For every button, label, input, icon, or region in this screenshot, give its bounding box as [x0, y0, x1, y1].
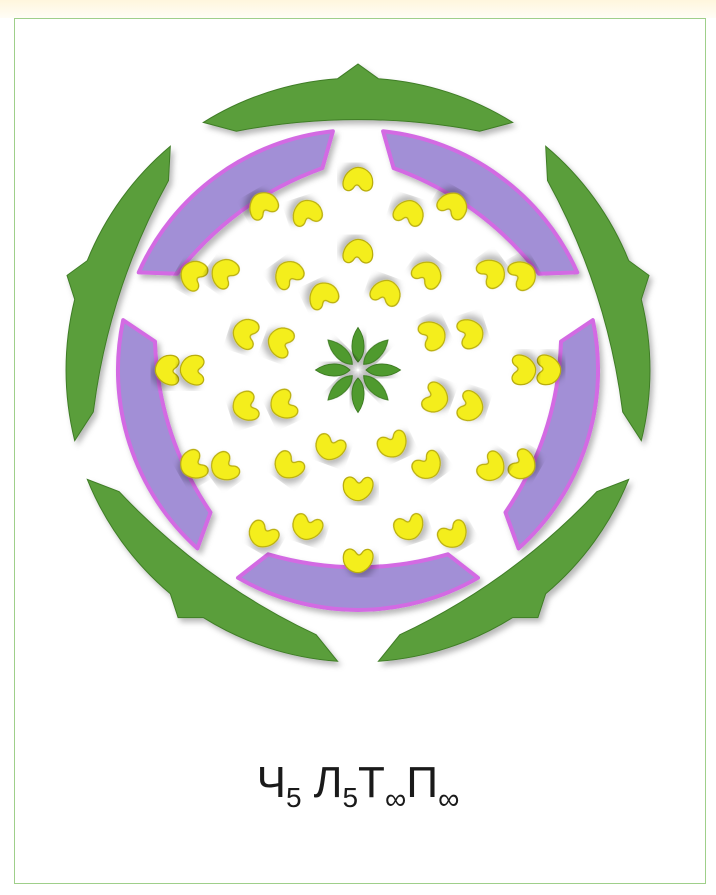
stamen	[474, 253, 511, 291]
gynoecium-term: П∞	[406, 758, 459, 808]
stamen	[269, 448, 307, 485]
stamen	[474, 448, 511, 486]
stamen	[269, 256, 307, 293]
carpel	[352, 328, 364, 363]
corolla-term: Л5	[314, 758, 358, 808]
stamen	[343, 167, 373, 191]
androecium-count: ∞	[385, 783, 406, 816]
stamen	[416, 316, 450, 353]
stamen	[289, 512, 325, 544]
carpel	[324, 371, 357, 404]
stamen	[229, 316, 261, 352]
stamen	[229, 389, 261, 425]
carpel	[366, 364, 401, 376]
sepal	[203, 64, 512, 131]
carpel	[316, 364, 351, 376]
stamen	[343, 239, 373, 263]
calyx-symbol: Ч	[257, 758, 286, 807]
stamen	[244, 518, 282, 553]
calyx-count: 5	[286, 782, 302, 813]
stamen	[420, 380, 452, 416]
corolla-symbol: Л	[314, 758, 343, 807]
corolla-count: 5	[342, 782, 358, 813]
stamen	[343, 477, 373, 501]
stamen	[180, 355, 204, 385]
stamen	[391, 196, 427, 228]
stamen	[392, 512, 428, 544]
gynoecium-count: ∞	[438, 783, 459, 816]
stamen	[266, 387, 300, 424]
stamen	[206, 449, 243, 487]
androecium-term: Т∞	[358, 758, 406, 808]
stamen	[289, 197, 325, 229]
stamen	[435, 518, 473, 553]
stamen	[368, 276, 404, 308]
carpel	[359, 336, 392, 369]
stamen	[304, 278, 341, 312]
carpel	[359, 371, 392, 404]
stamen	[264, 324, 296, 360]
stamen	[409, 448, 447, 485]
androecium-symbol: Т	[358, 758, 385, 807]
stamen	[409, 255, 447, 292]
stamen	[455, 315, 487, 351]
stamen	[205, 254, 242, 292]
stamen	[512, 355, 536, 385]
stamen	[455, 389, 487, 425]
carpel	[352, 378, 364, 413]
stamen	[375, 428, 412, 462]
stamen	[537, 355, 561, 385]
calyx-term: Ч5	[257, 758, 302, 808]
carpel	[324, 336, 357, 369]
stamen	[312, 432, 348, 464]
pistil	[316, 328, 401, 413]
gynoecium-symbol: П	[406, 758, 438, 807]
